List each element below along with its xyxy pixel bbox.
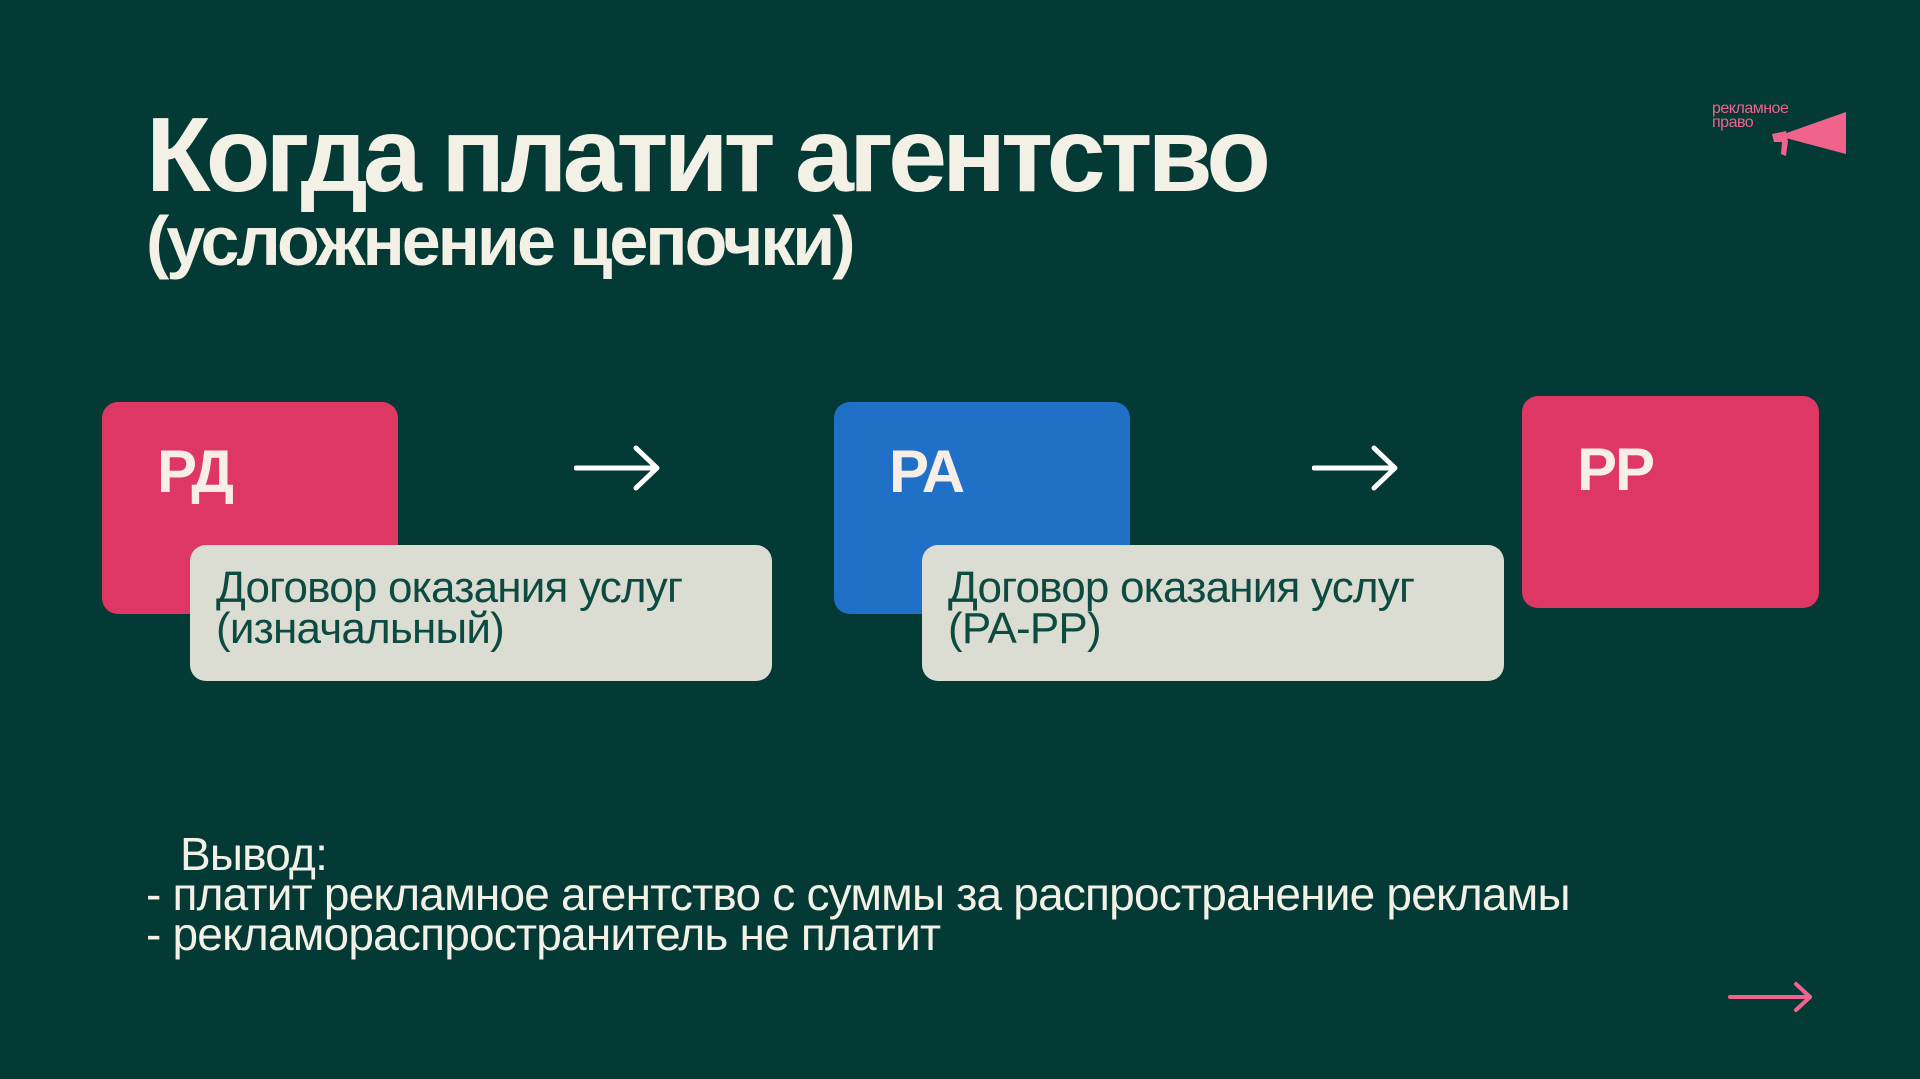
contract-title: Договор оказания услуг	[948, 563, 1415, 612]
logo-line-1: рекламное	[1712, 100, 1789, 117]
arrow-right-icon	[1312, 445, 1398, 491]
brand-logo: рекламное право	[1712, 100, 1848, 160]
party-box-rr: РР	[1522, 396, 1819, 608]
contract-box-initial: Договор оказания услуг (изначальный)	[190, 545, 772, 681]
contract-box-ra-rr: Договор оказания услуг (РА-РР)	[922, 545, 1504, 681]
next-slide-arrow-icon[interactable]	[1728, 980, 1814, 1014]
megaphone-icon	[1772, 112, 1846, 156]
party-label-ra: РА	[889, 438, 965, 505]
logo-line-2: право	[1712, 114, 1754, 131]
page-title: Когда платит агентство	[146, 96, 1271, 214]
conclusion-point: - рекламораспространитель не платит	[146, 908, 941, 960]
party-label-rr: РР	[1577, 436, 1655, 503]
page-subtitle: (усложнение цепочки)	[146, 202, 856, 280]
party-label-rd: РД	[157, 438, 234, 505]
logo-wordmark: рекламное право	[1712, 100, 1789, 131]
contract-type: (изначальный)	[216, 604, 505, 653]
conclusion-heading: Вывод:	[180, 828, 328, 880]
conclusion-point: - платит рекламное агентство с суммы за …	[146, 868, 1571, 920]
contract-type: (РА-РР)	[948, 604, 1102, 653]
contract-title: Договор оказания услуг	[216, 563, 683, 612]
arrow-right-icon	[574, 445, 660, 491]
